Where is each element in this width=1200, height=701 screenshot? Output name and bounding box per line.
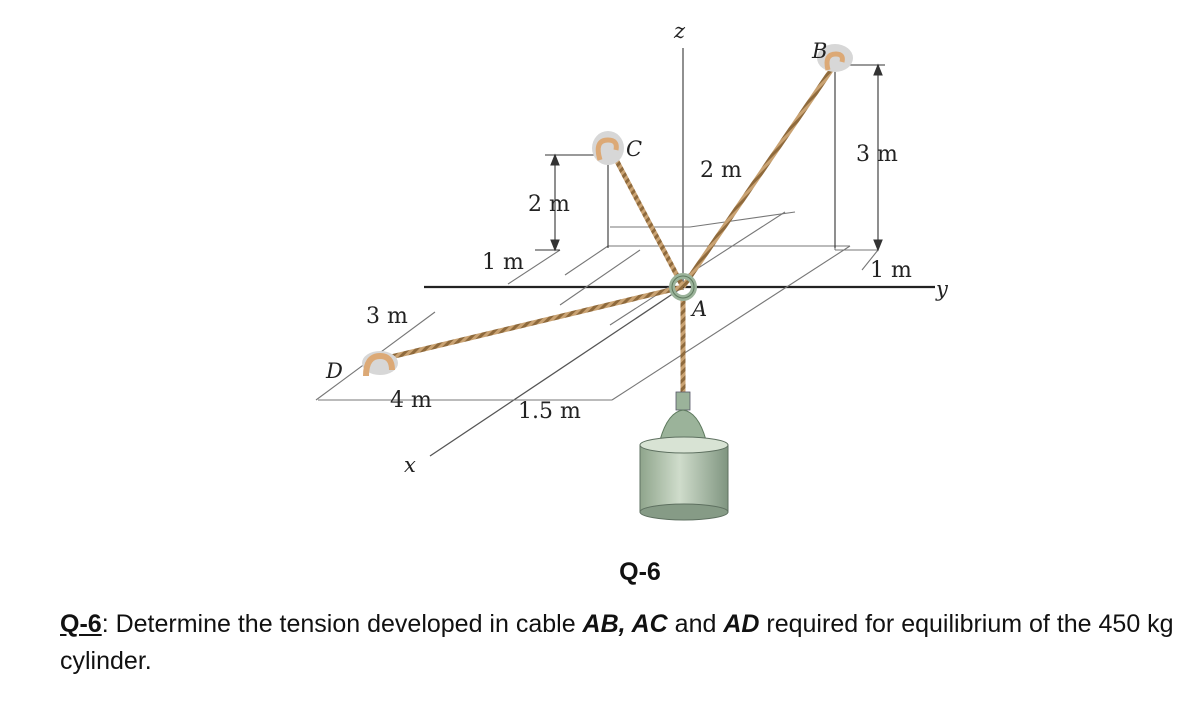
cable-AC (607, 146, 686, 289)
question-cables: AB, AC (582, 610, 668, 638)
figure-caption: Q-6 (619, 558, 661, 586)
label-x-axis: x (404, 453, 416, 477)
label-point-C: C (626, 137, 642, 161)
cable-AD (377, 284, 684, 363)
cable-AB (680, 61, 839, 289)
label-y-axis: y (935, 277, 949, 301)
question-text-part-3: required for equilibrium of the 450 kg c… (60, 610, 1174, 675)
question-text-part-2: and (667, 610, 724, 638)
support-C (592, 131, 624, 165)
x-axis (429, 286, 684, 457)
support-B (817, 44, 853, 72)
cables (377, 61, 839, 395)
dim-2m-mid: 2 m (700, 158, 742, 183)
statics-3d-figure: z y x B C A D 3 m 4 m 1 m 2 m 1.5 m 2 m … (315, 19, 949, 521)
label-point-B: B (811, 39, 827, 63)
ring-A (669, 273, 697, 301)
dim-1m-left: 1 m (482, 250, 524, 275)
dim-3m-right: 3 m (856, 142, 898, 167)
cylinder-450kg (639, 391, 729, 521)
question-cable-last: AD (723, 610, 760, 638)
dim-1-5m: 1.5 m (518, 399, 581, 424)
label-point-D: D (325, 359, 343, 383)
question-id: Q-6 (60, 610, 102, 638)
question-text: Q-6: Determine the tension developed in … (60, 606, 1190, 680)
label-point-A: A (690, 297, 707, 321)
question-text-part-1: : Determine the tension developed in cab… (101, 610, 583, 638)
floor-construction-lines (315, 211, 879, 401)
dimension-lines (535, 63, 885, 252)
figure-labels: z y x B C A D 3 m 4 m 1 m 2 m 1.5 m 2 m … (325, 19, 949, 477)
support-D (362, 351, 398, 377)
dim-1m-right: 1 m (870, 258, 912, 283)
dim-2m-c: 2 m (528, 192, 570, 217)
dim-3m-left: 3 m (366, 304, 408, 329)
label-z-axis: z (673, 19, 686, 43)
dim-4m: 4 m (390, 388, 432, 413)
